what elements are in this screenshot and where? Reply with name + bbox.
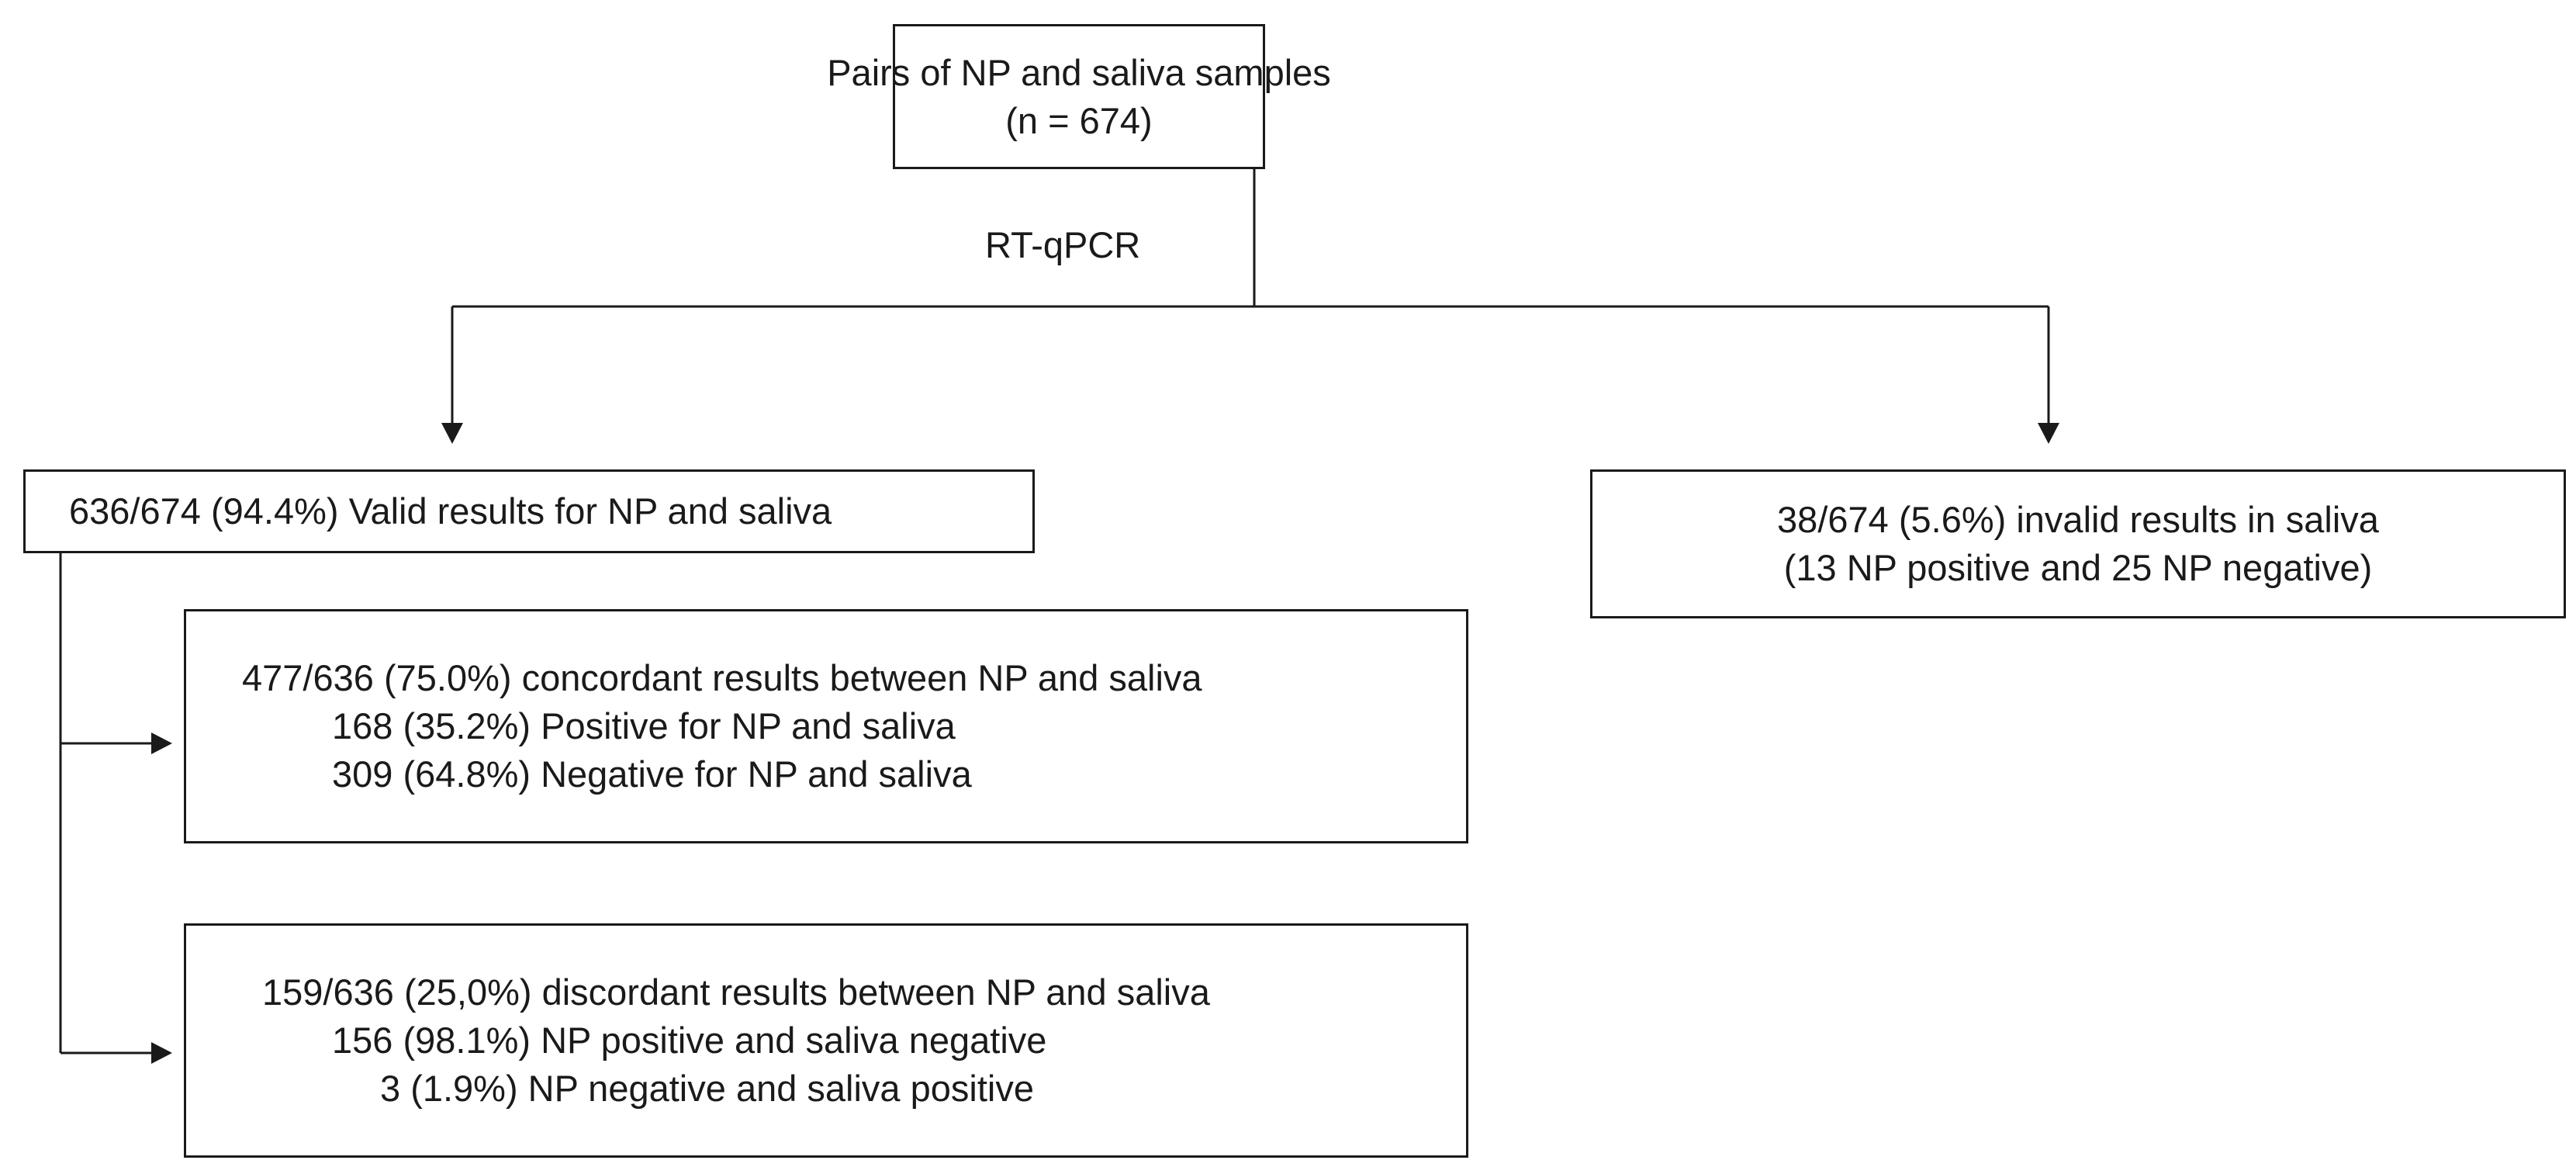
discordant-results-text: 159/636 (25,0%) discordant results betwe… [262, 971, 1210, 1013]
arrowhead-invalid [2038, 423, 2059, 444]
arrowhead-valid [441, 423, 463, 444]
root-count: (n = 674) [1005, 99, 1153, 141]
concordant-negative-text: 309 (64.8%) Negative for NP and saliva [332, 753, 972, 795]
valid-results-box: 636/674 (94.4%) Valid results for NP and… [23, 469, 1035, 553]
concordant-results-text: 477/636 (75.0%) concordant results betwe… [242, 657, 1202, 698]
invalid-results-text: 38/674 (5.6%) invalid results in saliva [1777, 499, 2379, 540]
root-box: Pairs of NP and saliva samples (n = 674) [827, 24, 1331, 169]
invalid-results-breakdown: (13 NP positive and 25 NP negative) [1783, 547, 2373, 588]
concordant-results-box: 477/636 (75.0%) concordant results betwe… [184, 609, 1468, 843]
arrowhead-discordant [151, 1042, 172, 1064]
discordant-results-box: 159/636 (25,0%) discordant results betwe… [184, 923, 1468, 1158]
valid-results-text: 636/674 (94.4%) Valid results for NP and… [69, 490, 832, 532]
edge-label-rt-qpcr: RT-qPCR [985, 224, 1141, 265]
invalid-results-box: 38/674 (5.6%) invalid results in saliva … [1590, 469, 2566, 618]
arrowhead-concordant [151, 732, 172, 754]
discordant-np-positive-text: 156 (98.1%) NP positive and saliva negat… [332, 1020, 1047, 1061]
root-title: Pairs of NP and saliva samples [827, 51, 1331, 93]
concordant-positive-text: 168 (35.2%) Positive for NP and saliva [332, 705, 956, 746]
discordant-np-negative-text: 3 (1.9%) NP negative and saliva positive [380, 1068, 1034, 1109]
